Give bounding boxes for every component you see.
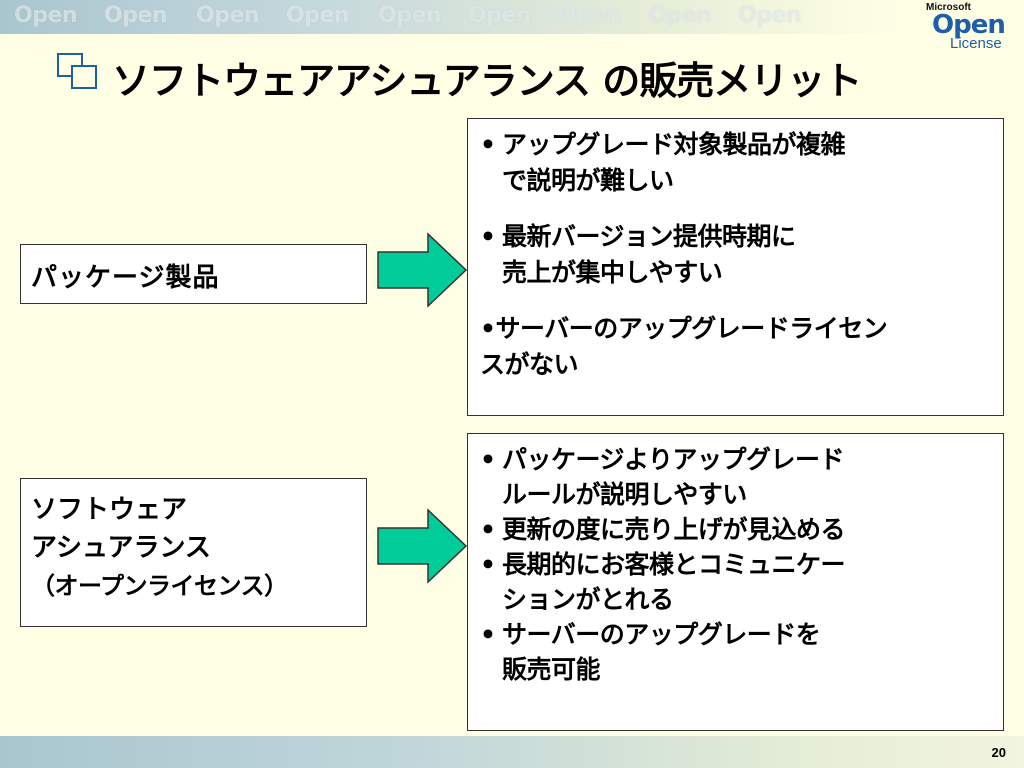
banner-word: Open (286, 3, 350, 28)
list-item-line: 売上が集中しやすい (502, 258, 723, 287)
banner-word: Open (648, 3, 712, 28)
list-item-line: 更新の度に売り上げが見込める (502, 515, 846, 544)
list-item-line: 最新バージョン提供時期に (502, 222, 796, 251)
list-item-line: •サーバーのアップグレードライセン (480, 314, 888, 343)
list-item-line: ルールが説明しやすい (502, 480, 747, 509)
microsoft-open-license-logo: Microsoft Open License (906, 2, 1016, 52)
logo-brand: Microsoft (926, 2, 971, 13)
footer-bar: 20 (0, 736, 1024, 768)
list-item-line: スがない (480, 350, 579, 379)
list-item-line: パッケージよりアップグレード (502, 445, 845, 474)
package-drawbacks-box: アップグレード対象製品が複雑 で説明が難しい 最新バージョン提供時期に 売上が集… (467, 118, 1004, 416)
list-item: 最新バージョン提供時期に 売上が集中しやすい (480, 219, 995, 291)
list-item-line: 販売可能 (502, 655, 601, 684)
list-item: 更新の度に売り上げが見込める (480, 512, 995, 547)
banner-word: Open (378, 3, 442, 28)
banner-word: Open (468, 3, 532, 28)
list-item-line: 長期的にお客様とコミュニケー (502, 550, 846, 579)
sa-label-line: アシュアランス (31, 533, 211, 563)
sa-label-line: （オープンライセンス） (31, 572, 288, 600)
list-item-line: アップグレード対象製品が複雑 (502, 130, 846, 159)
right-arrow-icon (377, 508, 468, 584)
sa-benefits-box: パッケージよりアップグレード ルールが説明しやすい 更新の度に売り上げが見込める… (467, 433, 1004, 731)
banner-word: Open (104, 3, 168, 28)
list-item: アップグレード対象製品が複雑 で説明が難しい (480, 127, 995, 199)
list-item-line: で説明が難しい (502, 166, 674, 195)
overlapping-squares-icon (57, 53, 97, 89)
banner-word: Open (196, 3, 260, 28)
top-banner: Open Open Open Open Open Open Open Open … (0, 0, 900, 34)
page-number: 20 (991, 745, 1006, 760)
logo-product: Open (932, 10, 1006, 40)
logo-sub: License (950, 35, 1002, 52)
banner-word: Open (738, 3, 802, 28)
software-assurance-label: ソフトウェア アシュアランス （オープンライセンス） (20, 478, 367, 627)
banner-word: Open (14, 3, 78, 28)
banner-word: Open (558, 3, 622, 28)
list-item: 長期的にお客様とコミュニケー ションがとれる (480, 547, 995, 617)
list-item-line: ションがとれる (502, 585, 674, 614)
list-item: サーバーのアップグレードを 販売可能 (480, 617, 995, 687)
list-item: パッケージよりアップグレード ルールが説明しやすい (480, 442, 995, 512)
slide-title: ソフトウェアアシュアランス の販売メリット (112, 59, 862, 103)
list-item-line: サーバーのアップグレードを (502, 620, 821, 649)
list-item: •サーバーのアップグレードライセン スがない (480, 311, 995, 383)
package-product-label: パッケージ製品 (20, 244, 367, 304)
right-arrow-icon (377, 232, 468, 308)
sa-label-line: ソフトウェア (31, 495, 188, 525)
